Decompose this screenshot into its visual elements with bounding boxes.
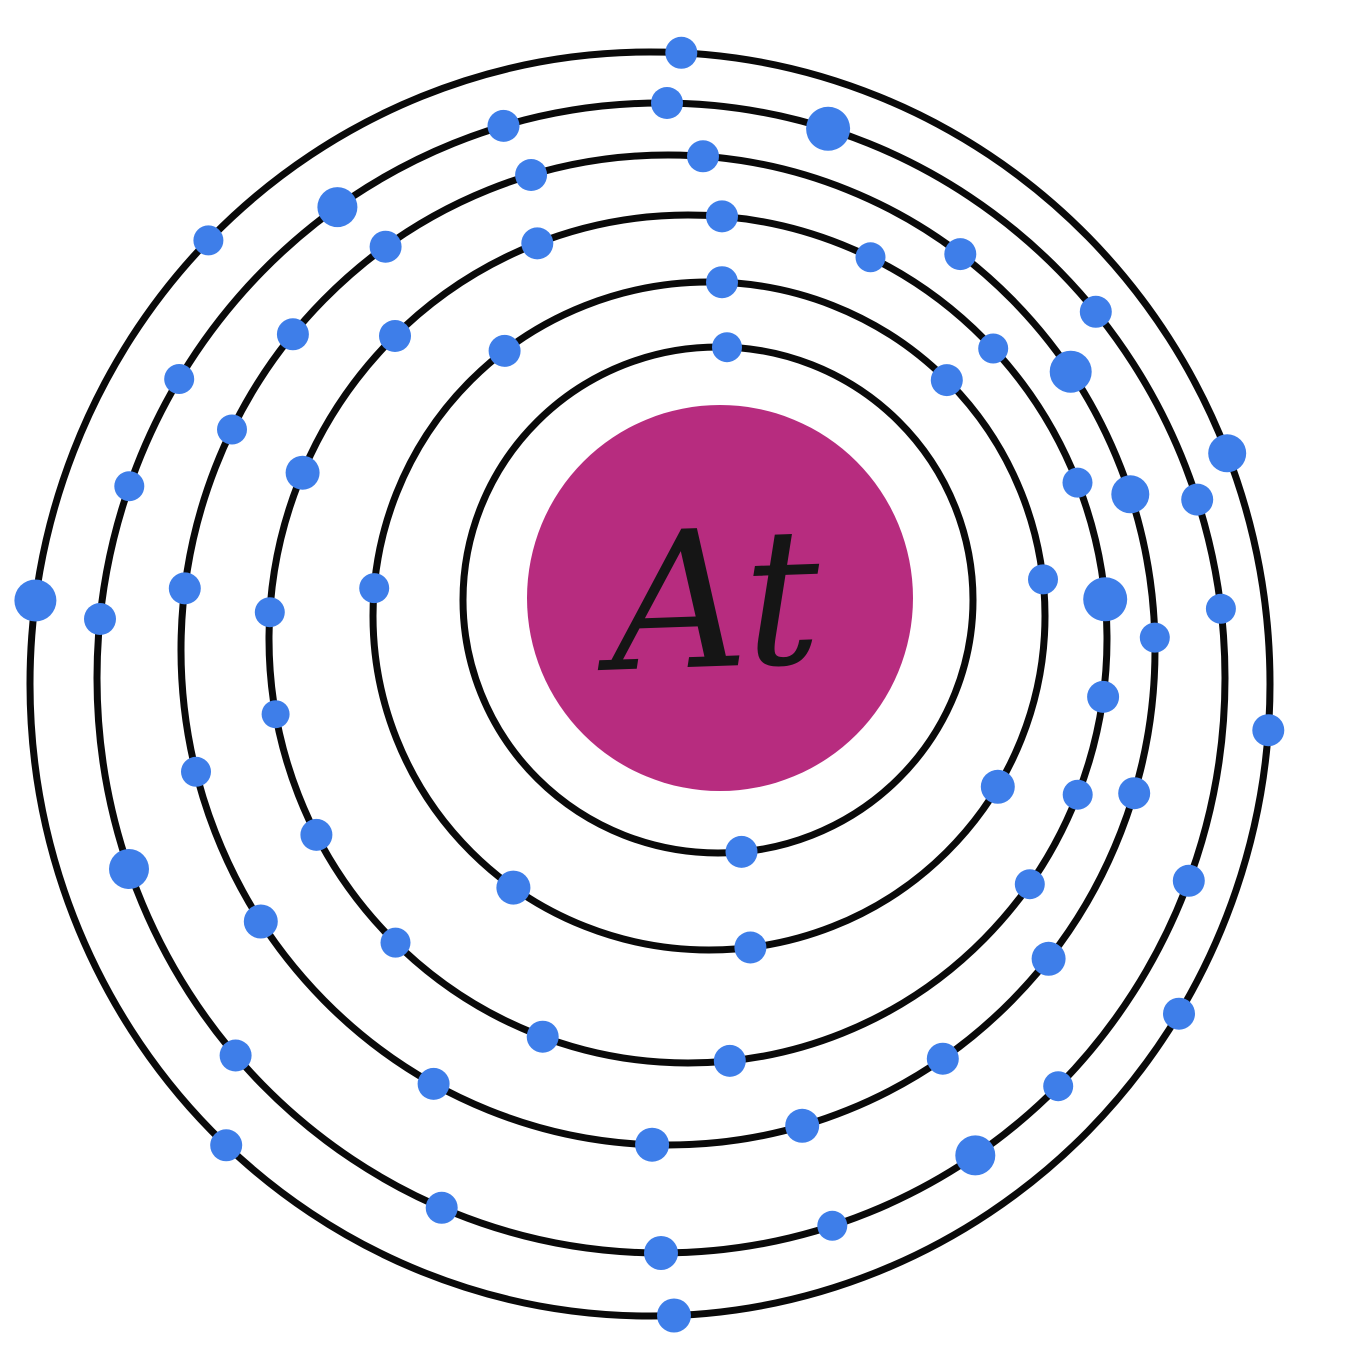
electron-dot xyxy=(1028,564,1058,595)
electron-dot xyxy=(1062,467,1093,498)
electron-dot xyxy=(712,332,742,363)
electron-dot xyxy=(713,1044,746,1077)
shell-3-orbit xyxy=(265,211,1111,1067)
electron-dot xyxy=(706,200,738,233)
electron-dot xyxy=(725,835,758,868)
electron-dot xyxy=(300,818,333,851)
electron-dot xyxy=(1087,680,1120,713)
electron-dot xyxy=(515,159,548,191)
electron-dot xyxy=(521,227,554,260)
electron-dot xyxy=(1208,434,1247,473)
electron-dot xyxy=(496,870,531,905)
electron-dot xyxy=(164,364,195,394)
electron-dot xyxy=(1111,475,1150,514)
electron-dot xyxy=(84,603,116,635)
electron-dot xyxy=(369,230,402,263)
electron-dot xyxy=(487,109,520,142)
electron-dot xyxy=(276,318,309,351)
electron-dot xyxy=(978,333,1009,364)
electron-dot xyxy=(980,769,1015,804)
electron-dot xyxy=(855,242,886,273)
electron-dot xyxy=(317,187,358,228)
electron-dot xyxy=(706,266,738,299)
electron-dot xyxy=(1163,997,1195,1030)
electron-dot xyxy=(817,1210,848,1241)
electron-dot xyxy=(1062,779,1093,810)
electron-dot xyxy=(1031,941,1066,976)
electron-dot xyxy=(379,320,411,352)
electron-dot xyxy=(687,140,719,173)
electron-dot xyxy=(806,106,851,151)
electron-dot xyxy=(644,1236,678,1270)
electron-dot xyxy=(243,904,278,939)
electron-dot xyxy=(1181,483,1214,516)
electron-dot xyxy=(109,849,149,889)
electron-dot xyxy=(1118,777,1151,810)
electron-dot xyxy=(734,931,767,964)
electron-dot xyxy=(1172,864,1205,897)
electron-dot xyxy=(181,756,211,787)
element-symbol: At xyxy=(591,486,824,715)
electron-dot xyxy=(261,700,290,729)
electron-dot xyxy=(1049,350,1092,393)
electron-dot xyxy=(168,572,201,605)
electron-dot xyxy=(488,334,521,367)
nucleus xyxy=(527,405,913,791)
electron-dot xyxy=(14,579,57,622)
electron-dot xyxy=(114,471,145,502)
electron-dot xyxy=(785,1108,820,1143)
electron-dot xyxy=(944,238,977,271)
electron-dot xyxy=(1139,622,1170,653)
electron-dot xyxy=(930,364,963,397)
electron-dot xyxy=(526,1020,559,1053)
electron-dot xyxy=(955,1135,996,1176)
electron-dot xyxy=(417,1067,450,1100)
electron-dot xyxy=(1079,295,1112,328)
electron-dot xyxy=(1205,593,1236,624)
electron-dot xyxy=(219,1039,252,1072)
electron-dot xyxy=(665,36,698,69)
electron-dot xyxy=(425,1191,458,1224)
electron-dot xyxy=(217,414,247,445)
electron-dot xyxy=(1252,714,1285,747)
electron-dot xyxy=(1043,1071,1074,1102)
electron-dot xyxy=(657,1298,691,1333)
electron-dot xyxy=(635,1127,670,1162)
shell-6-orbit xyxy=(26,48,1274,1320)
electron-dot xyxy=(1014,869,1045,900)
electron-dot xyxy=(1083,577,1128,622)
electron-dot xyxy=(193,225,224,256)
electron-dot xyxy=(359,573,390,604)
electron-shells xyxy=(14,36,1285,1333)
electron-dot xyxy=(926,1042,959,1075)
electron-dot xyxy=(254,597,285,628)
electron-dot xyxy=(380,927,411,958)
electron-dot xyxy=(651,87,683,119)
electron-dot xyxy=(210,1129,243,1162)
electron-dot xyxy=(285,455,320,490)
